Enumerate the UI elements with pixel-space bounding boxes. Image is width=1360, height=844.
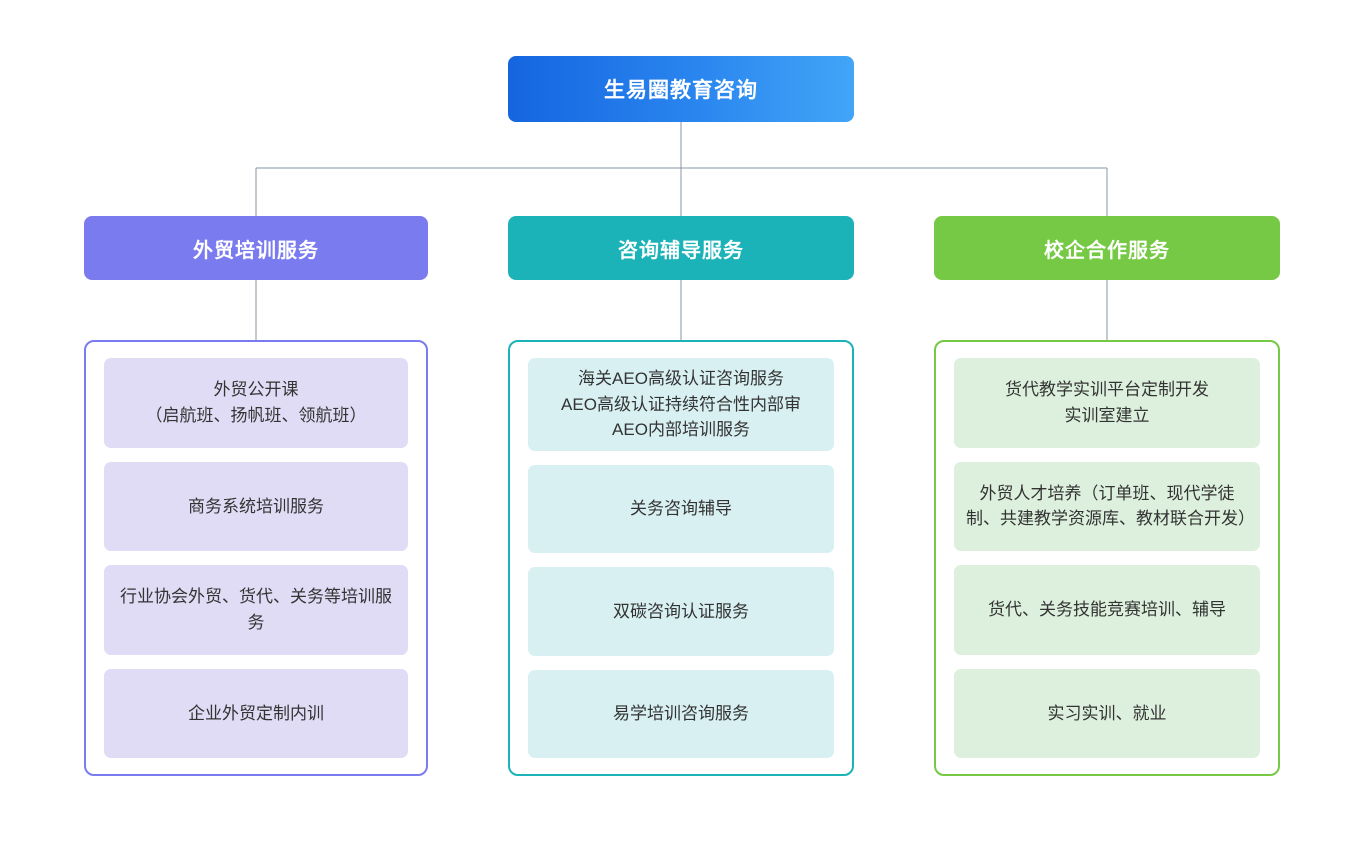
column-header-label: 校企合作服务 bbox=[1044, 239, 1170, 262]
leaf-item[interactable]: 双碳咨询认证服务 bbox=[528, 567, 834, 656]
leaf-item[interactable]: 行业协会外贸、货代、关务等培训服务 bbox=[104, 565, 408, 655]
leaf-item[interactable]: 海关AEO高级认证咨询服务 AEO高级认证持续符合性内部审 AEO内部培训服务 bbox=[528, 358, 834, 451]
column-header-consulting[interactable]: 咨询辅导服务 bbox=[508, 216, 854, 280]
leaf-item[interactable]: 外贸公开课 （启航班、扬帆班、领航班） bbox=[104, 358, 408, 448]
panel-school-enterprise: 货代教学实训平台定制开发 实训室建立 外贸人才培养（订单班、现代学徒制、共建教学… bbox=[934, 340, 1280, 776]
leaf-item[interactable]: 货代教学实训平台定制开发 实训室建立 bbox=[954, 358, 1260, 448]
leaf-item[interactable]: 实习实训、就业 bbox=[954, 668, 1260, 758]
leaf-item[interactable]: 易学培训咨询服务 bbox=[528, 669, 834, 758]
column-header-school-enterprise[interactable]: 校企合作服务 bbox=[934, 216, 1280, 280]
root-node-label: 生易圈教育咨询 bbox=[604, 79, 758, 102]
column-header-label: 咨询辅导服务 bbox=[618, 239, 744, 262]
leaf-item[interactable]: 商务系统培训服务 bbox=[104, 461, 408, 551]
leaf-item[interactable]: 企业外贸定制内训 bbox=[104, 668, 408, 758]
panel-training: 外贸公开课 （启航班、扬帆班、领航班） 商务系统培训服务 行业协会外贸、货代、关… bbox=[84, 340, 428, 776]
root-node[interactable]: 生易圈教育咨询 bbox=[508, 56, 854, 122]
column-header-training[interactable]: 外贸培训服务 bbox=[84, 216, 428, 280]
leaf-item[interactable]: 关务咨询辅导 bbox=[528, 464, 834, 553]
leaf-item[interactable]: 外贸人才培养（订单班、现代学徒制、共建教学资源库、教材联合开发） bbox=[954, 461, 1260, 551]
leaf-item[interactable]: 货代、关务技能竞赛培训、辅导 bbox=[954, 565, 1260, 655]
panel-consulting: 海关AEO高级认证咨询服务 AEO高级认证持续符合性内部审 AEO内部培训服务 … bbox=[508, 340, 854, 776]
column-header-label: 外贸培训服务 bbox=[193, 239, 319, 262]
